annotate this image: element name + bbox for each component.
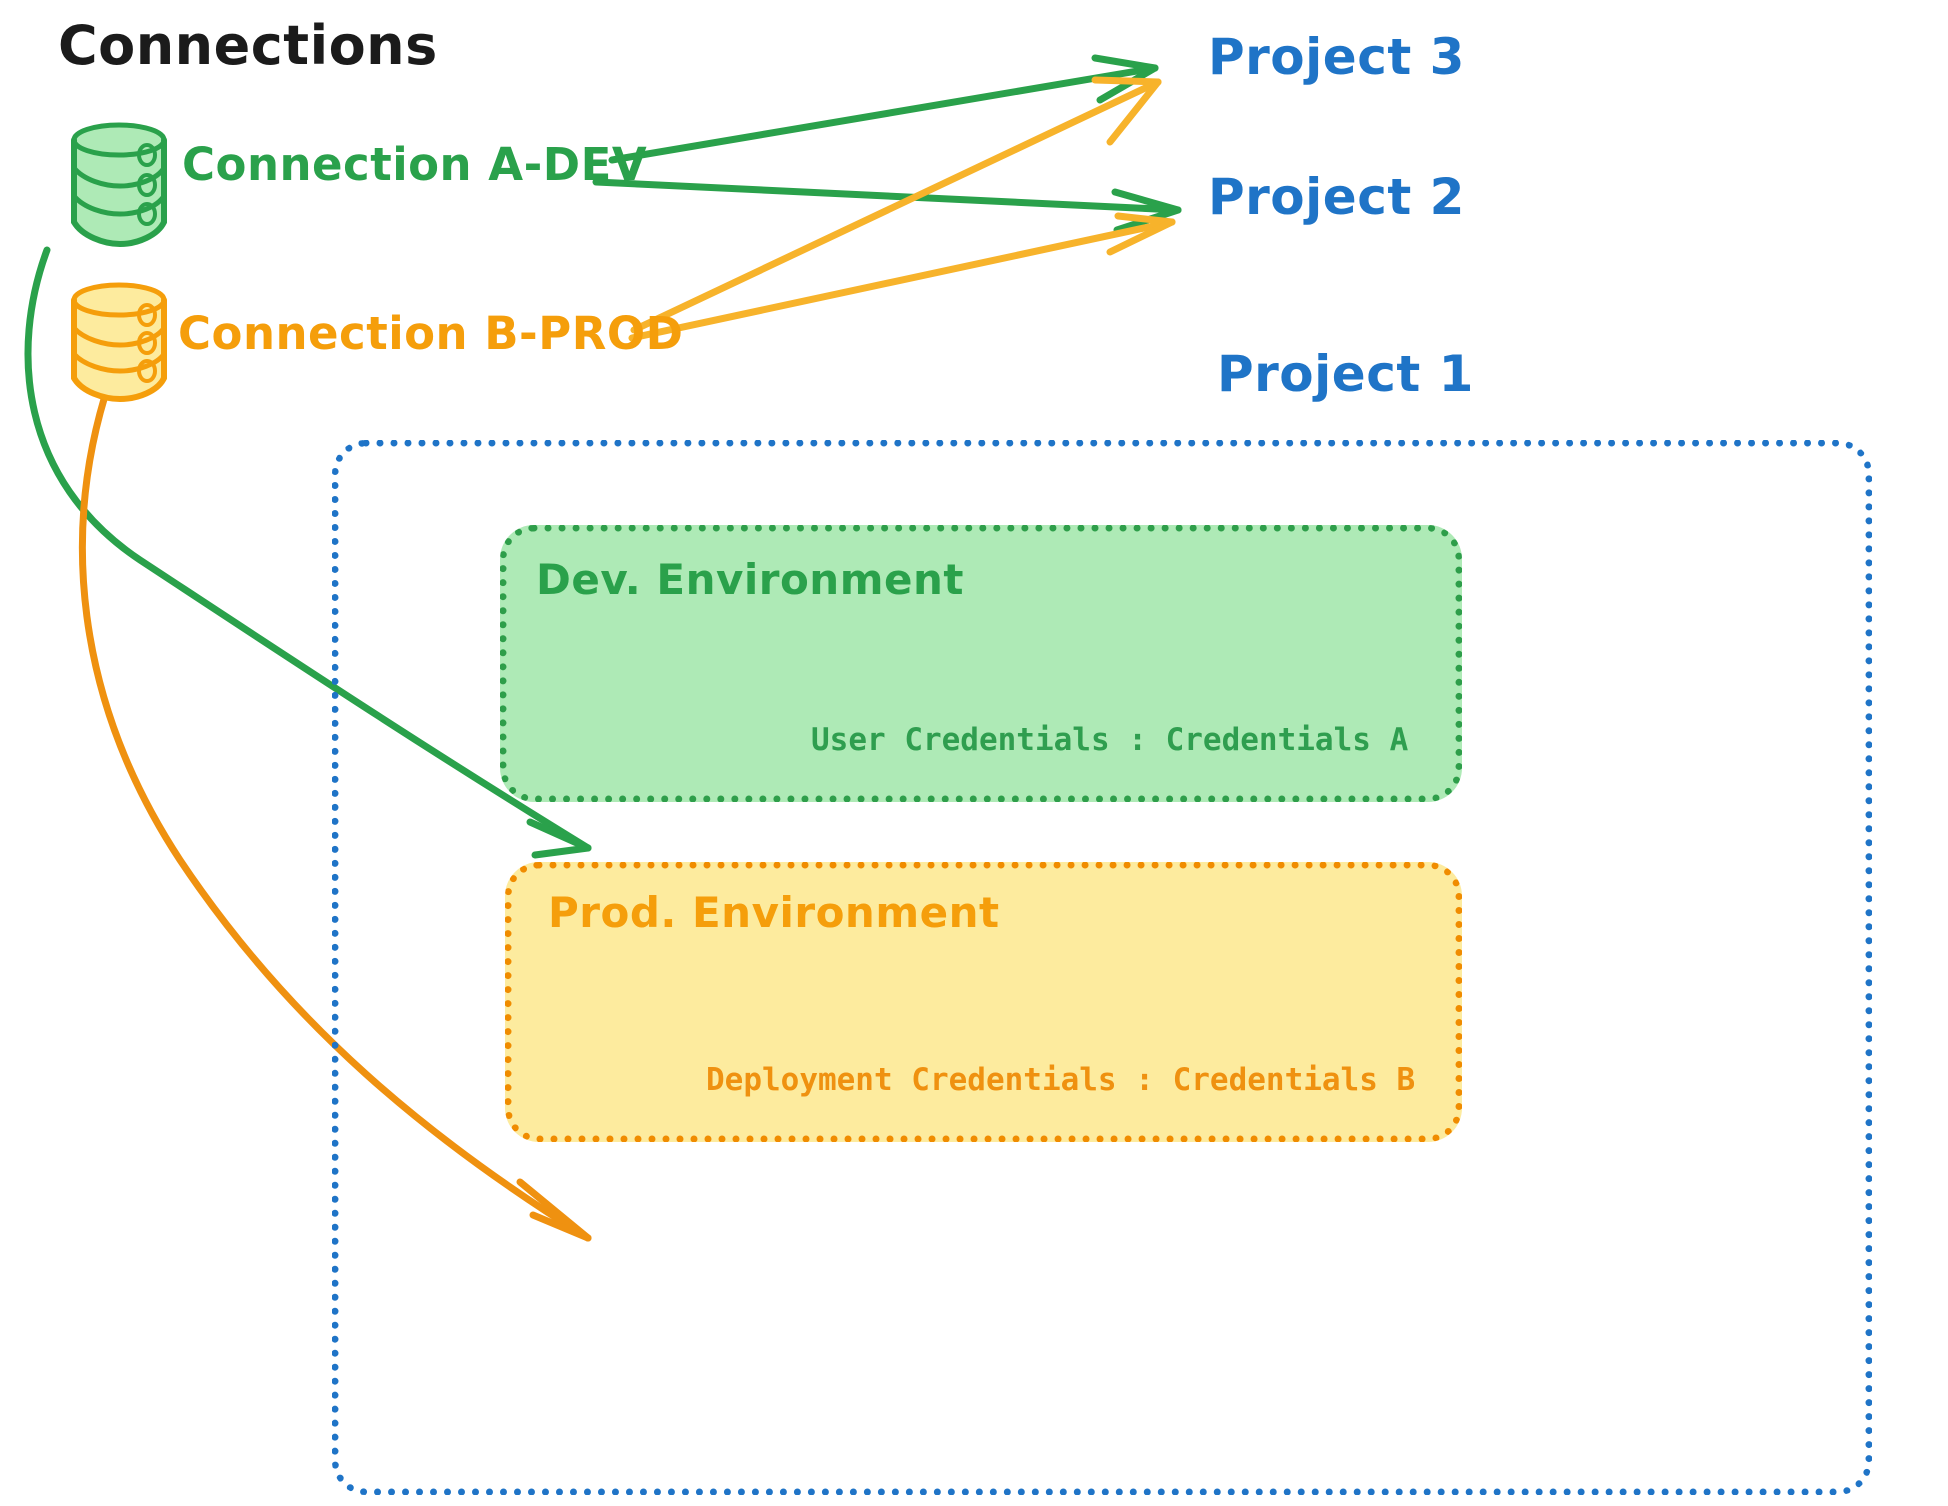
connection-a-dev-label[interactable]: Connection A-DEV: [182, 138, 648, 191]
prod-environment-title: Prod. Environment: [548, 888, 1000, 937]
page-title: Connections: [58, 14, 438, 77]
database-cylinder-icon-conn-b: [71, 282, 167, 403]
project-3-label[interactable]: Project 3: [1208, 28, 1465, 86]
dev-environment-credentials: User Credentials : Credentials A: [811, 722, 1409, 758]
arrow-conn-b-to-project-3: [630, 76, 1162, 334]
project-2-label[interactable]: Project 2: [1208, 168, 1465, 226]
project-1-container: [332, 440, 1872, 1495]
prod-environment-credentials: Deployment Credentials : Credentials B: [706, 1062, 1416, 1098]
dev-environment-box[interactable]: [500, 525, 1462, 802]
dev-environment-title: Dev. Environment: [536, 555, 964, 604]
arrow-conn-a-to-project-3: [608, 54, 1159, 164]
connection-b-prod-label[interactable]: Connection B-PROD: [178, 307, 684, 360]
arrow-conn-a-to-project-2: [592, 178, 1182, 234]
arrow-conn-a-to-dev-environment: [24, 246, 592, 859]
arrow-conn-b-to-project-2: [628, 212, 1176, 342]
database-cylinder-icon-conn-a: [71, 122, 167, 248]
project-1-label[interactable]: Project 1: [1217, 345, 1474, 403]
prod-environment-box[interactable]: [505, 862, 1462, 1142]
arrow-conn-b-to-prod-environment: [78, 376, 592, 1242]
